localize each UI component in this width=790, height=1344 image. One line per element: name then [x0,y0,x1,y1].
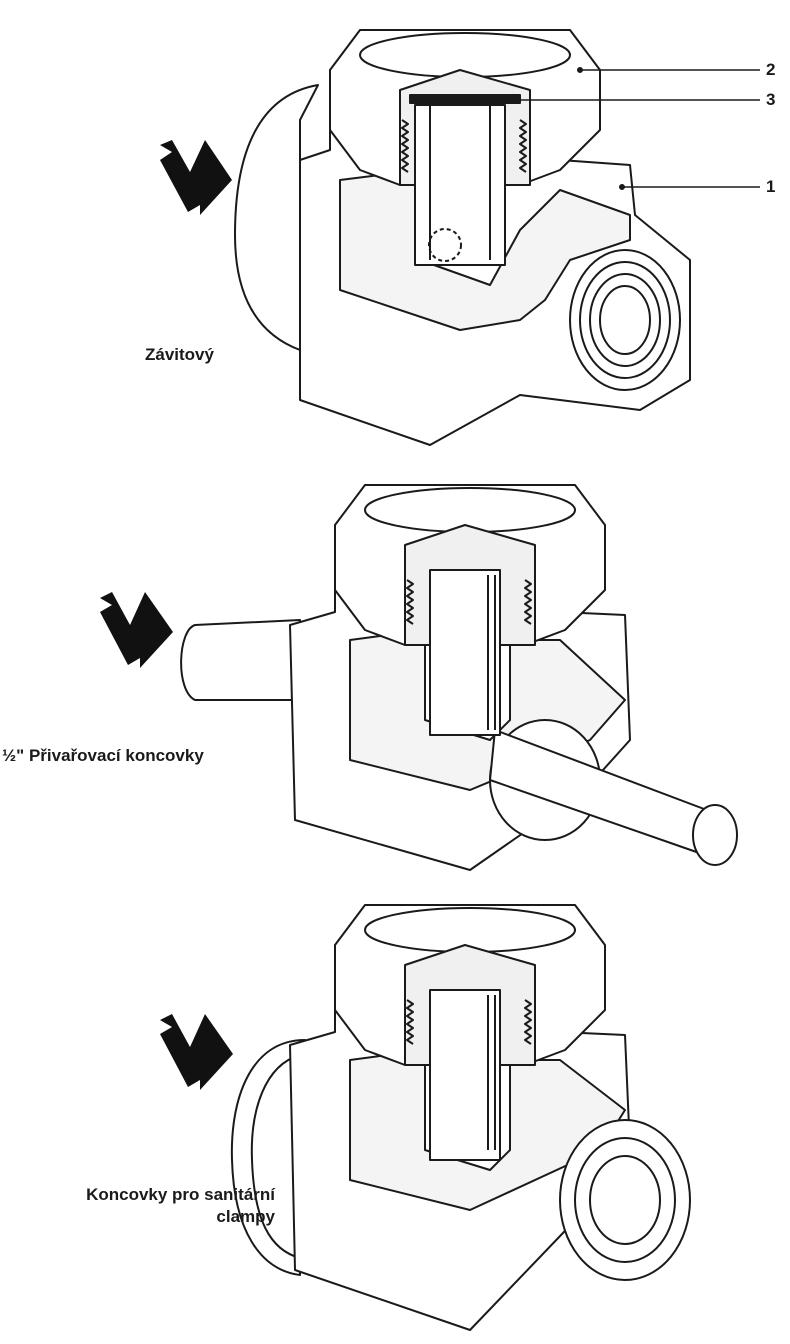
element-3 [409,94,521,104]
callout-3: 3 [766,90,776,109]
disc-chamber [414,104,506,266]
sanitary-clamp-trap-drawing [230,904,691,1331]
variant-label-sanitary-line2: clampy [216,1207,275,1226]
variant-label-sanitary-line1: Koncovky pro sanitární [86,1185,275,1204]
variant-label-threaded: Závitový [145,345,214,364]
flow-arrow-icon [160,140,232,215]
variant-label-sanitary: Koncovky pro sanitární clampy [40,1184,275,1228]
inlet-flange [230,1039,306,1276]
socket-weld-trap-drawing [180,484,738,871]
callout-1: 1 [766,177,776,196]
threaded-trap-drawing [234,29,760,446]
inlet-tube [180,619,301,701]
callout-2: 2 [766,60,776,79]
flow-arrow-icon [100,592,173,668]
inlet-boss [234,84,319,351]
flow-arrow-icon [160,1014,233,1090]
variant-label-socket-weld: ½" Přivařovací koncovky [2,746,204,765]
